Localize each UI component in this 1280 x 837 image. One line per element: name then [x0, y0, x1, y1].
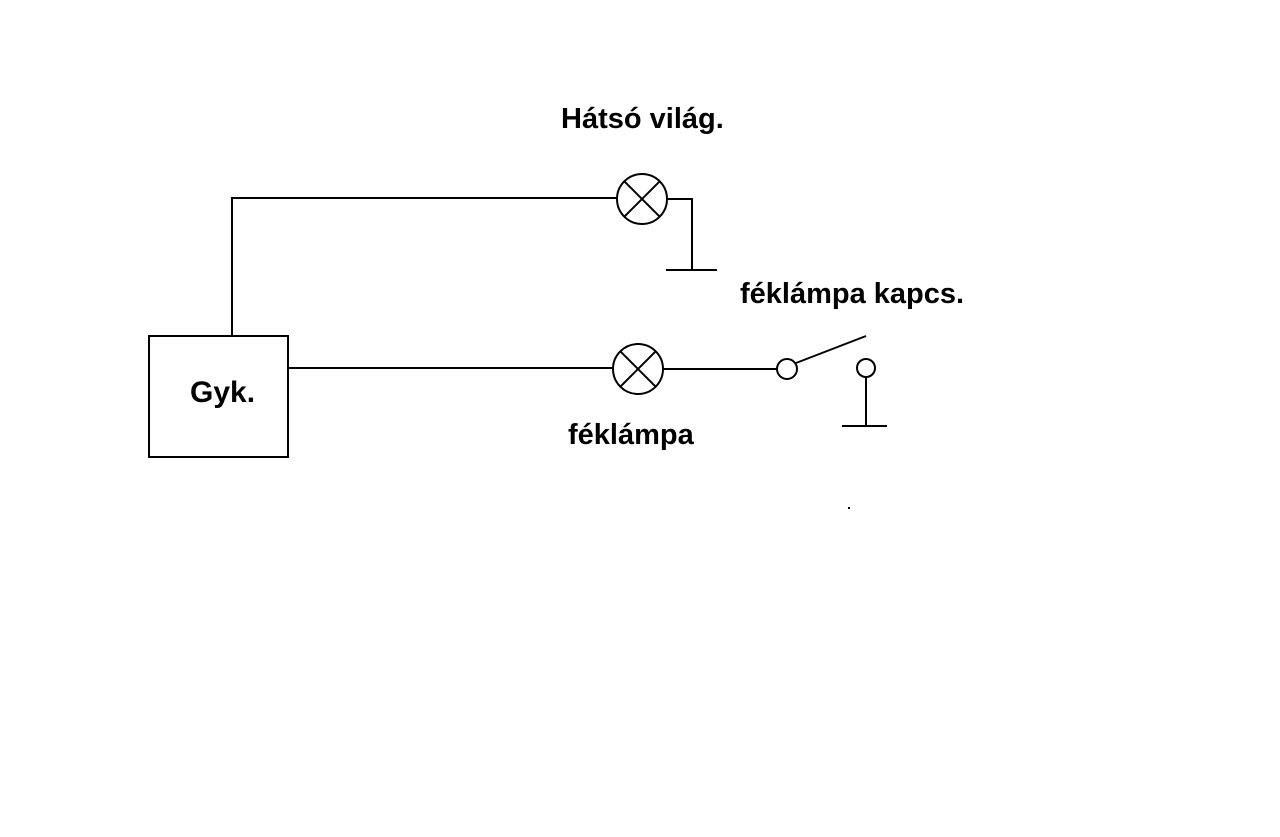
tail-light-ground-wire: [667, 198, 693, 270]
tail-light-label: Hátsó világ.: [561, 103, 724, 135]
stray-dot: [848, 507, 850, 509]
tail-light-wire: [231, 197, 617, 336]
brake-switch-switch-open-icon: [776, 335, 876, 380]
brake-lamp-circuit: féklámpa féklámpa kapcs.: [288, 278, 964, 451]
brake-switch-label: féklámpa kapcs.: [740, 278, 964, 310]
brake-lamp-lamp-icon: [612, 343, 664, 395]
source-box-outline: [148, 335, 289, 458]
brake-lamp-label: féklámpa: [568, 419, 695, 451]
tail-light-lamp-icon: [616, 173, 668, 225]
tail-light-circuit: Hátsó világ.: [231, 103, 724, 336]
source-box: Gyk.: [148, 335, 289, 458]
source-label: Gyk.: [190, 376, 255, 409]
